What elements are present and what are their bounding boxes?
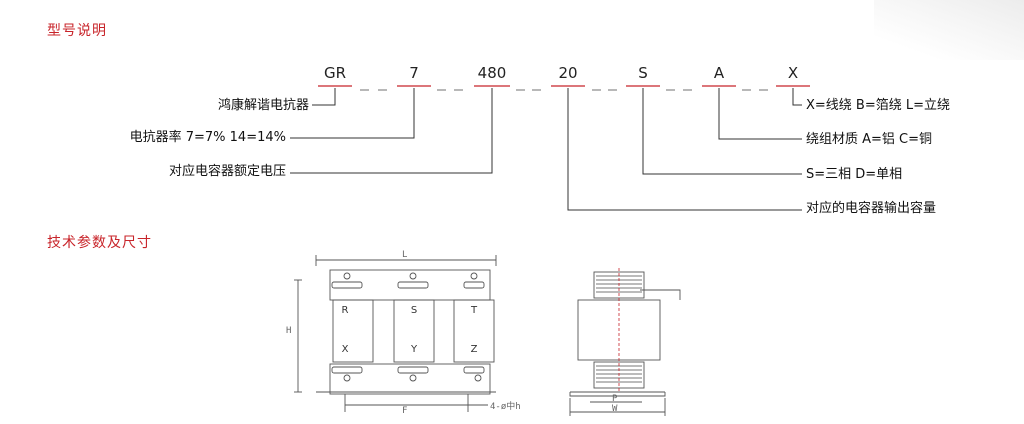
code-winding: X	[787, 64, 799, 82]
front-view	[294, 255, 497, 412]
label-rated-voltage: 对应电容器额定电压	[168, 164, 286, 179]
terminal-y: Y	[410, 344, 418, 355]
label-reactance-rate: 电抗器率 7=7% 14=14%	[129, 130, 286, 145]
section-title-model: 型号说明	[47, 23, 107, 39]
terminal-t: T	[470, 305, 478, 316]
leader-lines	[290, 88, 802, 211]
dim-w: W	[612, 404, 618, 414]
label-brand: 鸿康解谐电抗器	[217, 98, 309, 113]
dim-l: L	[402, 250, 408, 260]
dim-hole: 4-ø中h	[490, 402, 521, 412]
label-winding-material: 绕组材质 A=铝 C=铜	[806, 132, 933, 147]
terminal-z: Z	[470, 344, 478, 355]
dim-f: F	[402, 406, 408, 416]
code-reactance: 7	[409, 64, 419, 82]
code-voltage: 480	[477, 64, 507, 82]
side-view	[569, 271, 681, 416]
dim-p: P	[612, 394, 618, 404]
code-material: A	[713, 64, 725, 82]
label-phase: S=三相 D=单相	[806, 167, 903, 182]
code-phase: S	[638, 64, 648, 82]
terminal-r: R	[341, 305, 349, 316]
code-brand: GR	[323, 64, 347, 82]
section-title-spec: 技术参数及尺寸	[47, 235, 152, 251]
terminal-s: S	[410, 305, 418, 316]
code-capacity: 20	[558, 64, 578, 82]
label-output-capacity: 对应的电容器输出容量	[806, 201, 937, 216]
corner-decoration	[874, 0, 1024, 60]
terminal-x: X	[341, 344, 349, 355]
dim-h: H	[286, 326, 292, 336]
label-winding-type: X=线绕 B=箔绕 L=立绕	[806, 98, 951, 113]
